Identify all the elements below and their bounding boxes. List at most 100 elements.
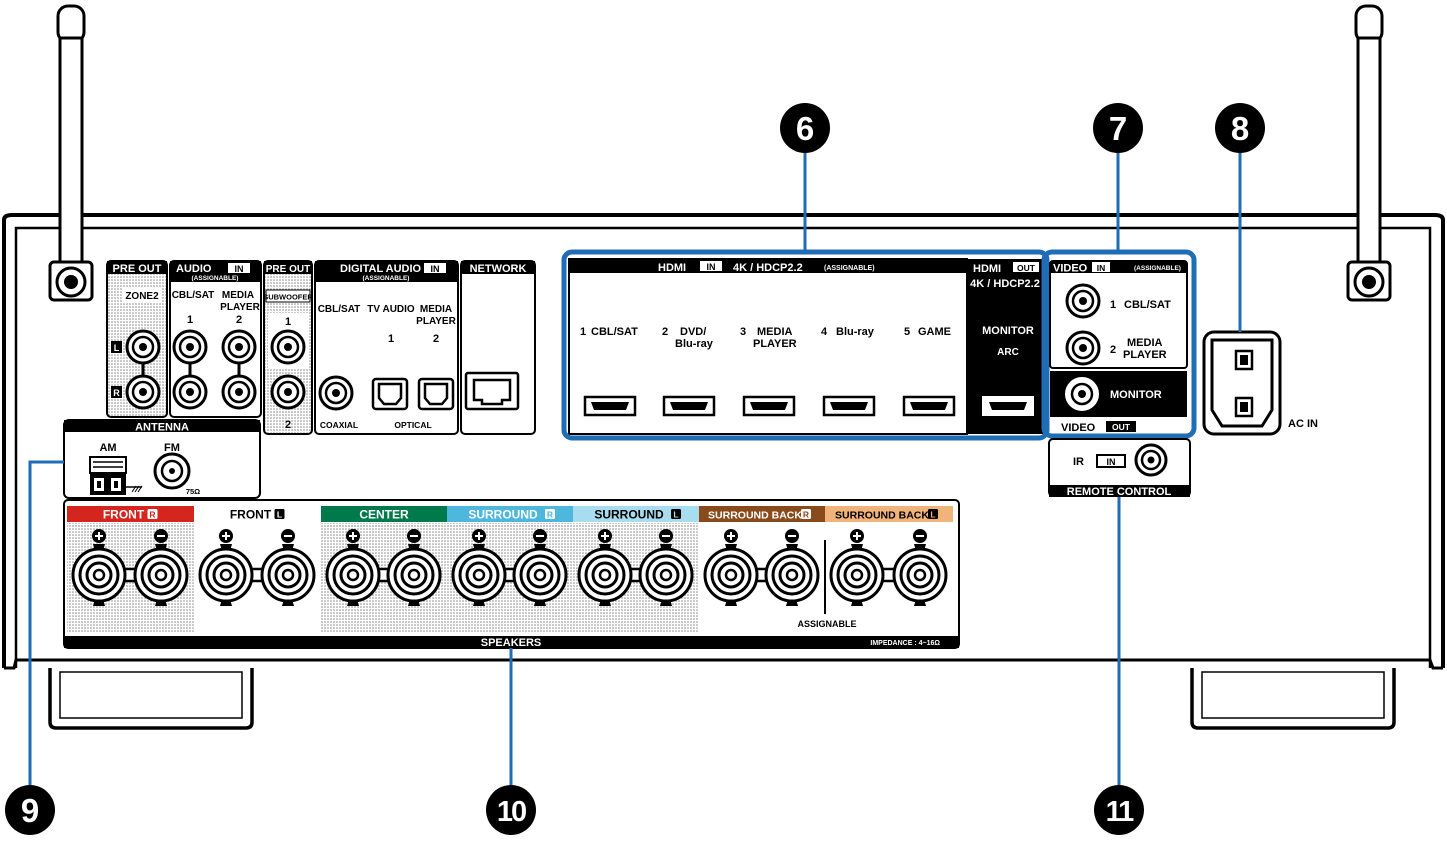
antenna-panel: ANTENNA AM FM 75Ω (63, 419, 261, 499)
callout-6-label: 6 (796, 110, 814, 147)
speaker-label-surround-l: SURROUND (594, 508, 664, 522)
audio-in-2-r-jack[interactable] (221, 374, 257, 410)
speaker-label-front-l: FRONT (230, 508, 272, 522)
pre-out-sub-title: PRE OUT (266, 264, 310, 275)
hdmi-out-badge: OUT (1017, 263, 1036, 273)
coaxial-jack[interactable] (318, 375, 354, 411)
video-in-2-num: 2 (1110, 344, 1116, 356)
hdmi-out-panel: HDMI OUT 4K / HDCP2.2 MONITOR ARC (967, 259, 1043, 434)
hdmi-out-arc: ARC (997, 347, 1019, 358)
leader-line-9 (28, 460, 64, 785)
zone2-r-jack[interactable] (125, 374, 161, 410)
speaker-terminal-front-r-minus[interactable] (133, 529, 189, 606)
hdmi-in-port-3: 3 MEDIA PLAYER (740, 326, 797, 417)
digital-mp-a: MEDIA (420, 304, 452, 315)
hdmi-in-panel: HDMI IN 4K / HDCP2.2 (ASSIGNABLE) 1 CBL/… (568, 258, 968, 435)
fm-ohm-label: 75Ω (186, 487, 200, 496)
digital-tvaudio-num: 1 (388, 333, 394, 345)
speaker-terminal-front-r-plus[interactable] (71, 529, 127, 606)
remote-ir-in-jack[interactable] (1134, 443, 1168, 477)
hdmi-out-title: HDMI (973, 263, 1001, 275)
ac-inlet[interactable] (1202, 330, 1282, 436)
remote-control-panel: REMOTE CONTROL IR IN (1048, 438, 1191, 498)
speaker-terminal-surround-l-plus[interactable] (577, 529, 633, 606)
speaker-terminal-surround-back-l-plus[interactable] (829, 529, 885, 606)
optical-1-jack[interactable] (371, 377, 409, 411)
callout-8-label: 8 (1231, 110, 1249, 147)
speakers-title: SPEAKERS (481, 637, 542, 649)
hdmi-in-2-jack[interactable] (662, 395, 716, 417)
hdmi-port-2-name-b: Blu-ray (675, 338, 714, 350)
audio-in-1-l-jack[interactable] (172, 329, 208, 365)
zone2-l-badge: L (114, 343, 120, 353)
hdmi-port-1-name-a: CBL/SAT (591, 326, 638, 338)
pre-out-subwoofer-panel: PRE OUT SUBWOOFER 1 2 (263, 260, 313, 435)
hdmi-in-port-2: 2 DVD/ Blu-ray (662, 326, 716, 417)
video-in-2-name-b: PLAYER (1123, 349, 1167, 361)
speaker-terminal-surround-back-r-minus[interactable] (764, 529, 820, 606)
hdmi-port-2-name-a: DVD/ (680, 326, 706, 338)
audio-in-ch1-num: 1 (187, 314, 193, 326)
speaker-badge-surround-back-l: L (930, 510, 935, 520)
remote-ir-label: IR (1073, 456, 1084, 468)
subwoofer-2-jack[interactable] (270, 374, 306, 410)
audio-in-1-r-jack[interactable] (172, 374, 208, 410)
hdmi-in-1-jack[interactable] (583, 395, 637, 417)
callout-11: 11 (1094, 785, 1144, 835)
hdmi-out-monitor: MONITOR (982, 325, 1034, 337)
video-out-jack[interactable] (1065, 377, 1099, 411)
speaker-terminal-surround-r-minus[interactable] (512, 529, 568, 606)
speaker-label-surround-back-l: SURROUND BACK (835, 510, 929, 522)
hdmi-port-4-num: 4 (821, 326, 828, 338)
video-in-1-jack[interactable] (1065, 283, 1101, 319)
impedance-label: IMPEDANCE : 4~16Ω (870, 640, 940, 647)
hdmi-port-3-num: 3 (740, 326, 746, 338)
antenna-title: ANTENNA (135, 422, 189, 434)
hdmi-port-4-name-a: Blu-ray (836, 326, 875, 338)
hdmi-in-port-1: 1 CBL/SAT (580, 326, 638, 417)
hdmi-out-spec: 4K / HDCP2.2 (970, 278, 1040, 290)
speaker-terminal-center-plus[interactable] (325, 529, 381, 606)
callout-10-label: 10 (497, 796, 526, 828)
audio-in-2-l-jack[interactable] (221, 329, 257, 365)
am-terminal[interactable] (89, 456, 143, 495)
speaker-label-front-r: FRONT (103, 508, 145, 522)
speaker-terminal-surround-l-minus[interactable] (638, 529, 694, 606)
audio-in-assignable: (ASSIGNABLE) (192, 275, 239, 282)
callout-9-label: 9 (21, 792, 39, 829)
speaker-terminal-center-minus[interactable] (386, 529, 442, 606)
hdmi-in-5-jack[interactable] (902, 395, 956, 417)
video-out-panel: MONITOR VIDEO OUT (1050, 371, 1187, 434)
hdmi-out-jack[interactable] (982, 396, 1034, 416)
speaker-terminal-front-l-minus[interactable] (260, 529, 316, 606)
optical-2-jack[interactable] (417, 377, 455, 411)
audio-in-title: AUDIO (176, 263, 212, 275)
hdmi-port-5-name-a: GAME (918, 326, 951, 338)
speaker-terminal-surround-back-r-plus[interactable] (703, 529, 759, 606)
digital-audio-panel: DIGITAL AUDIO IN (ASSIGNABLE) CBL/SAT TV… (314, 260, 459, 435)
fm-jack[interactable] (153, 452, 191, 490)
assignable-label: ASSIGNABLE (797, 619, 856, 629)
speaker-terminal-front-l-plus[interactable] (198, 529, 254, 606)
speaker-terminal-surround-back-l-minus[interactable] (892, 529, 948, 606)
subwoofer-1-jack[interactable] (270, 329, 306, 365)
pre-out-zone2-panel: PRE OUT ZONE2 L R (106, 260, 168, 418)
video-in-1-num: 1 (1110, 299, 1116, 311)
speaker-terminal-surround-r-plus[interactable] (451, 529, 507, 606)
subwoofer-1-num: 1 (285, 316, 291, 328)
hdmi-in-3-jack[interactable] (742, 395, 796, 417)
hdmi-port-2-num: 2 (662, 326, 668, 338)
callout-11-label: 11 (1106, 796, 1135, 828)
audio-in-badge: IN (235, 264, 244, 274)
digital-mp-b: PLAYER (416, 316, 456, 327)
speaker-badge-surround-back-r: R (803, 510, 809, 520)
zone2-l-jack[interactable] (125, 329, 161, 365)
digital-cblsat-label: CBL/SAT (318, 304, 361, 315)
am-label: AM (99, 442, 116, 454)
ethernet-port[interactable] (464, 371, 520, 411)
hdmi-port-1-num: 1 (580, 326, 586, 338)
hdmi-in-4-jack[interactable] (822, 395, 876, 417)
hdmi-in-title: HDMI (658, 262, 686, 274)
video-in-2-jack[interactable] (1065, 330, 1101, 366)
